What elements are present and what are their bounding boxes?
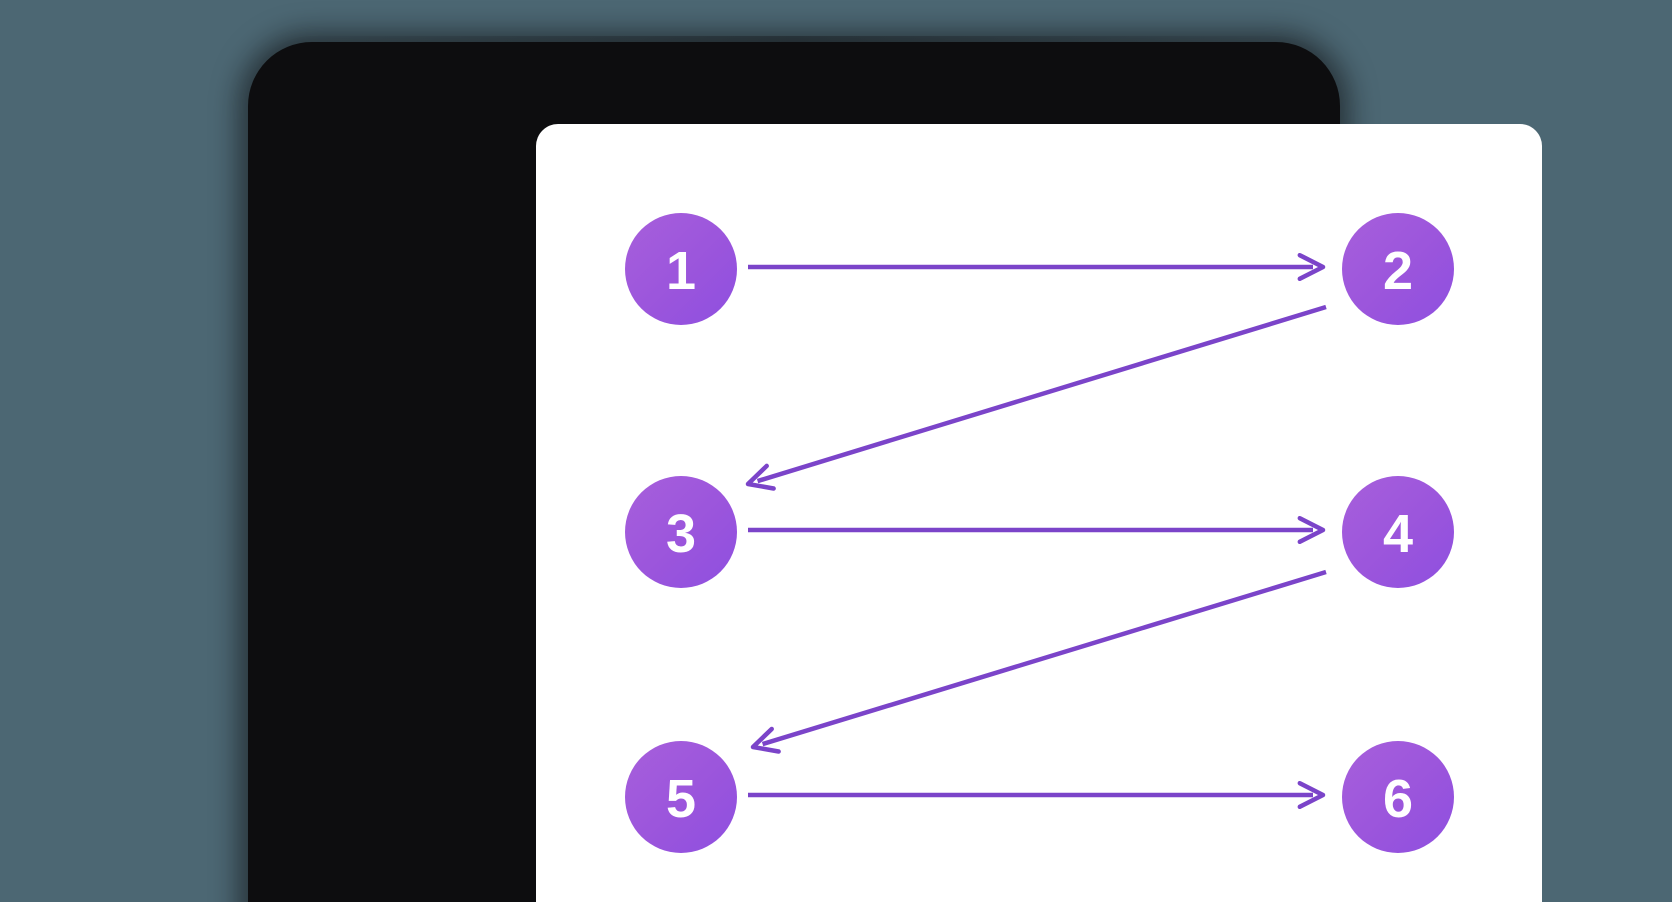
node-label: 4: [1383, 504, 1413, 564]
node-flow-diagram: 1 2 3 4 5 6: [625, 213, 1454, 853]
node-circle[interactable]: [625, 213, 737, 325]
node-1[interactable]: 1: [625, 213, 737, 325]
edge-5-to-6: [748, 780, 1326, 810]
edge-shaft: [756, 304, 1327, 484]
arrowhead-icon: [1297, 515, 1326, 545]
arrowhead-icon: [750, 726, 781, 754]
node-3[interactable]: 3: [625, 476, 737, 588]
node-layer: 1 2 3 4 5 6: [625, 213, 1454, 853]
node-circle[interactable]: [625, 476, 737, 588]
edge-1-to-2: [748, 252, 1326, 282]
node-label: 2: [1383, 241, 1413, 301]
node-6[interactable]: 6: [1342, 741, 1454, 853]
node-4[interactable]: 4: [1342, 476, 1454, 588]
node-label: 6: [1383, 769, 1413, 829]
device-bezel: 1 2 3 4 5 6: [242, 36, 1542, 902]
node-label: 3: [666, 504, 696, 564]
arrowhead-icon: [1297, 780, 1326, 810]
node-label: 1: [666, 241, 696, 301]
node-5[interactable]: 5: [625, 741, 737, 853]
edge-shaft: [761, 569, 1327, 747]
device-screen: 1 2 3 4 5 6: [536, 124, 1542, 902]
arrowhead-icon: [1297, 252, 1326, 282]
node-circle[interactable]: [1342, 213, 1454, 325]
edge-2-to-3: [745, 304, 1327, 491]
node-circle[interactable]: [1342, 741, 1454, 853]
node-circle[interactable]: [625, 741, 737, 853]
node-label: 5: [666, 769, 696, 829]
node-circle[interactable]: [1342, 476, 1454, 588]
edge-layer: [745, 252, 1327, 810]
arrowhead-icon: [745, 463, 776, 491]
edge-3-to-4: [748, 515, 1326, 545]
edge-4-to-5: [750, 569, 1327, 754]
node-2[interactable]: 2: [1342, 213, 1454, 325]
